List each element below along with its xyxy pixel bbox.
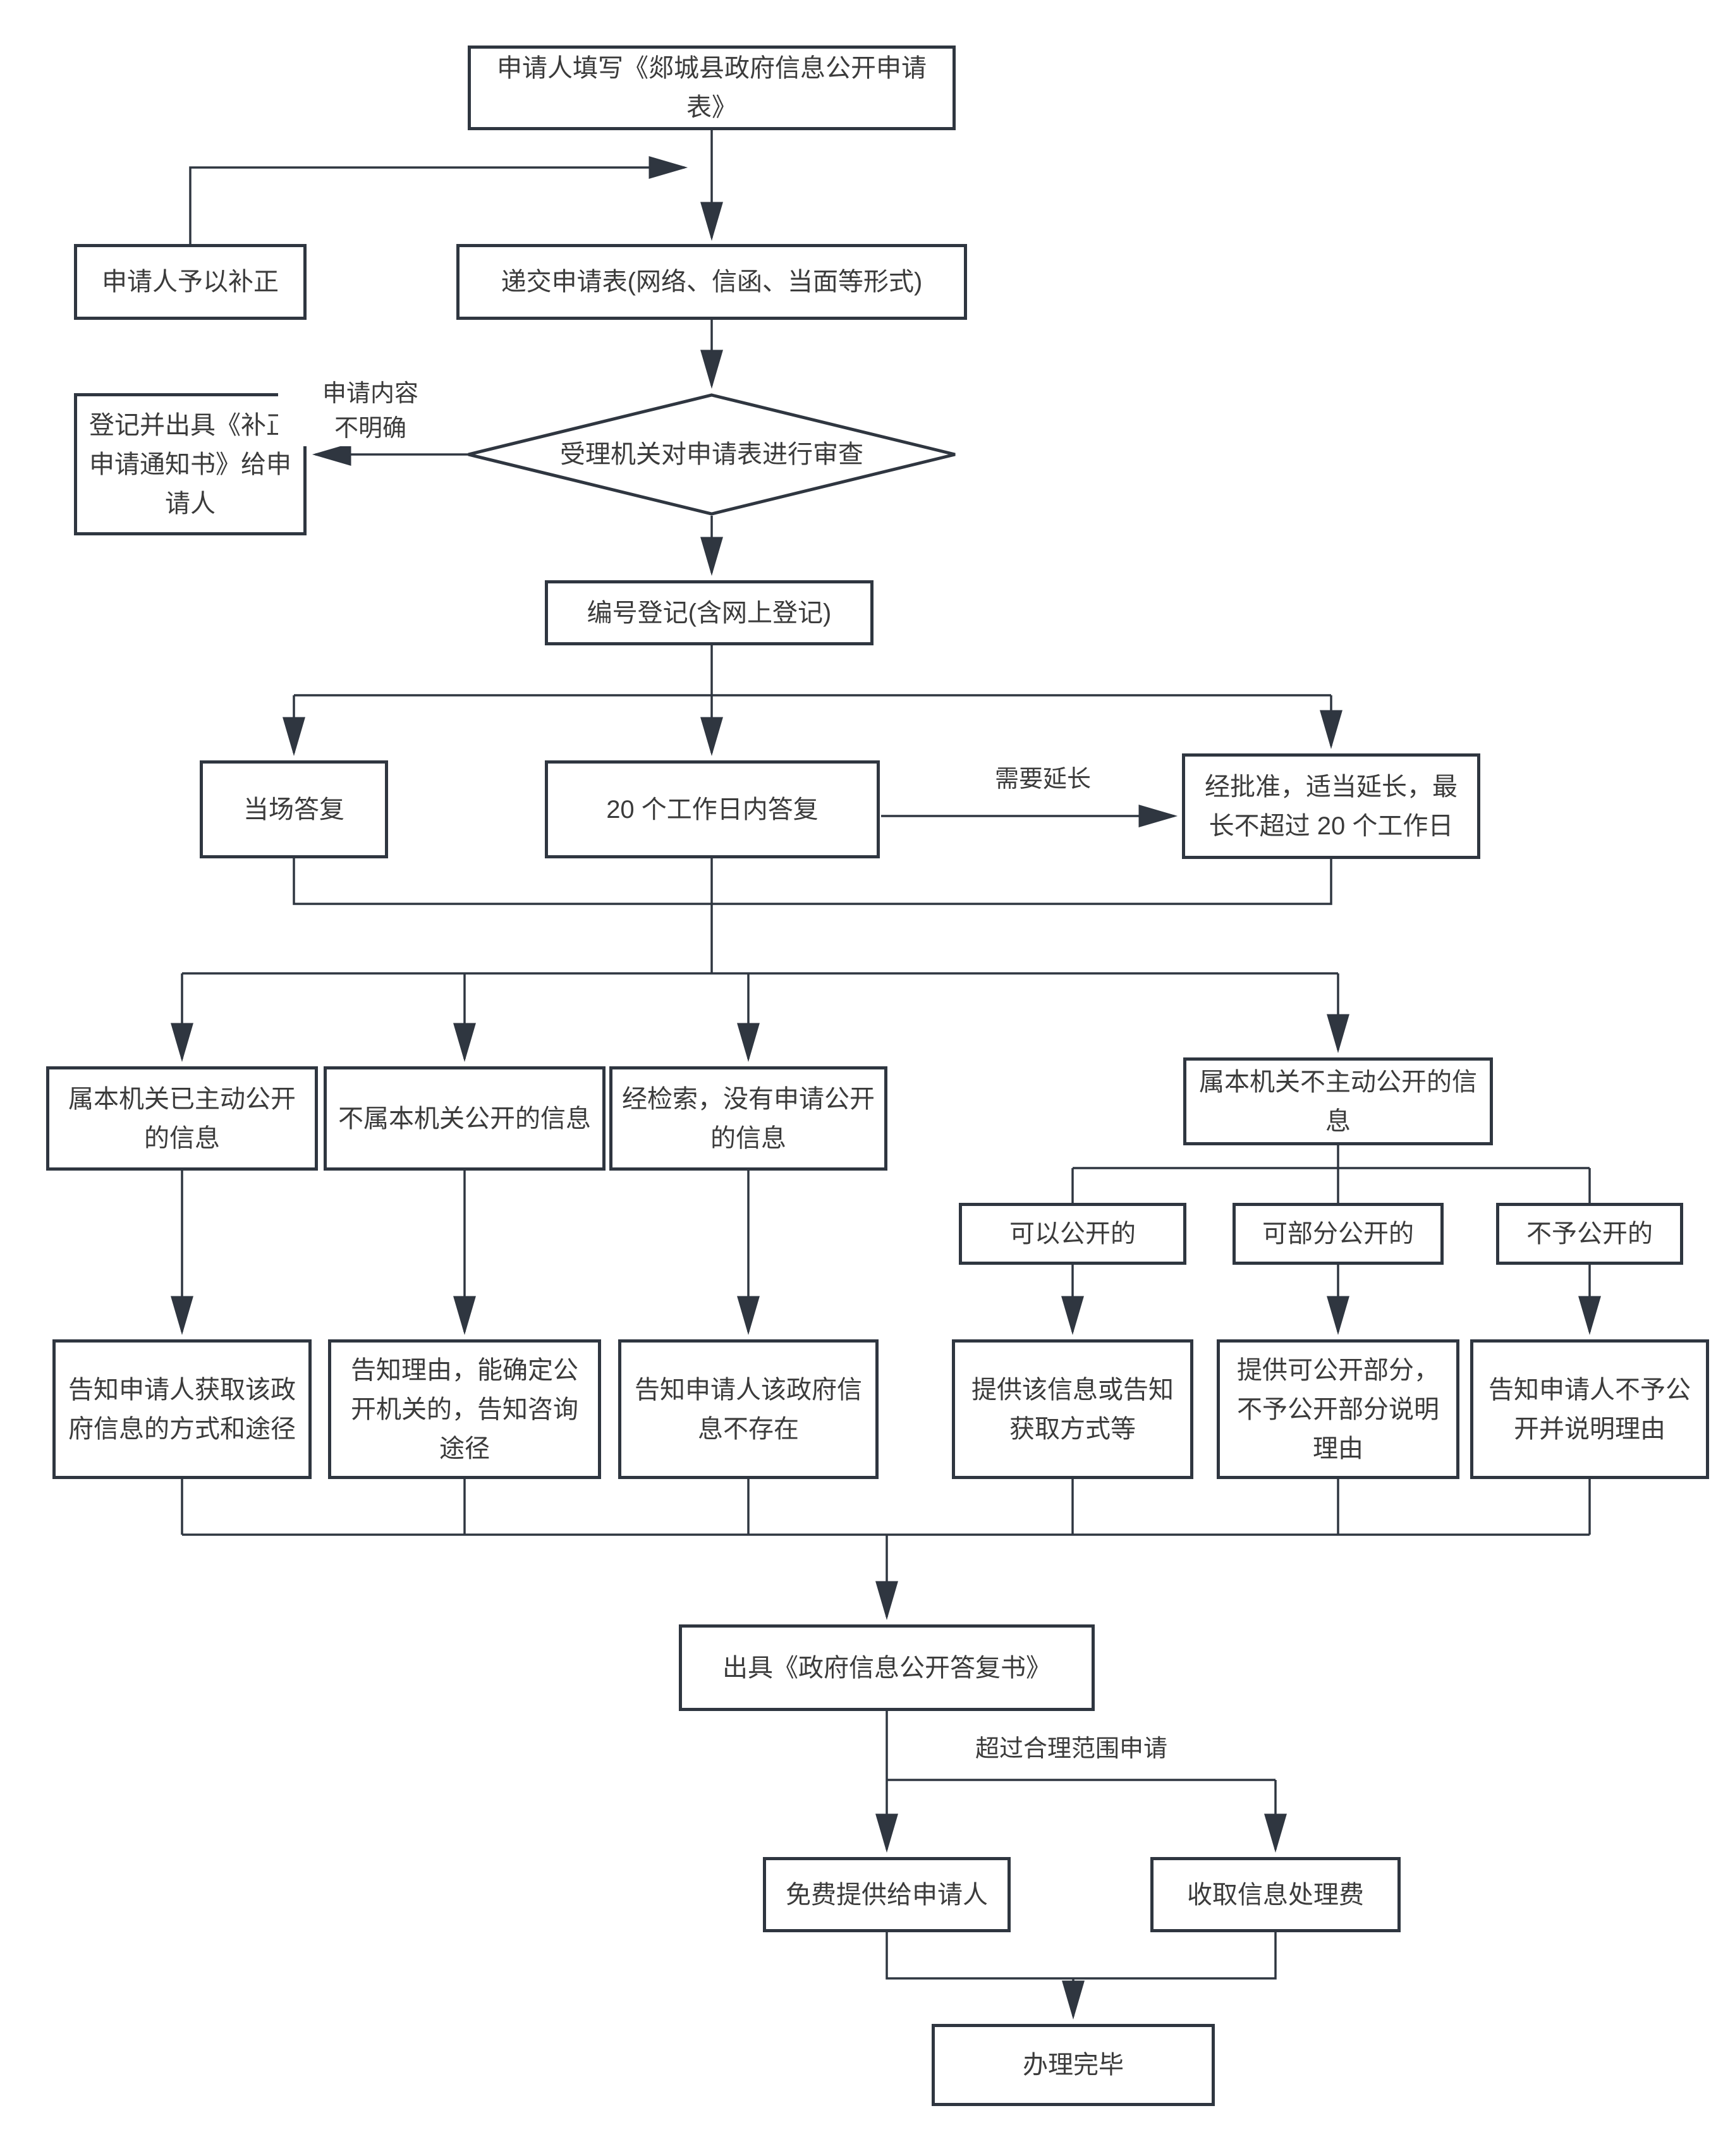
node-not-proactive: 属本机关不主动公开的信息	[1183, 1057, 1493, 1145]
node-label: 属本机关不主动公开的信息	[1199, 1068, 1477, 1135]
node-can-public: 可以公开的	[959, 1203, 1186, 1265]
node-not-found: 经检索，没有申请公开的信息	[609, 1066, 887, 1171]
node-label: 不属本机关公开的信息	[338, 1104, 591, 1133]
node-label: 收取信息处理费	[1187, 1880, 1364, 1909]
node-label: 告知申请人该政府信息不存在	[635, 1375, 862, 1443]
node-label: 免费提供给申请人	[786, 1880, 988, 1909]
node-notify-correction: 登记并出具《补正申请通知书》给申请人	[74, 393, 307, 535]
node-label: 告知理由，能确定公开机关的，告知咨询途径	[351, 1356, 578, 1463]
node-review-decision: 受理机关对申请表进行审查	[465, 392, 958, 517]
node-inform-reason: 告知理由，能确定公开机关的，告知咨询途径	[328, 1339, 601, 1479]
node-label: 递交申请表(网络、信函、当面等形式)	[501, 268, 923, 296]
node-label: 经检索，没有申请公开的信息	[622, 1085, 875, 1152]
node-free-provide: 免费提供给申请人	[763, 1857, 1011, 1932]
node-label: 登记并出具《补正申请通知书》给申请人	[89, 411, 291, 518]
node-reply-20-days: 20 个工作日内答复	[545, 760, 880, 858]
node-label: 可部分公开的	[1262, 1220, 1414, 1248]
node-label: 编号登记(含网上登记)	[587, 599, 832, 627]
node-provide-info: 提供该信息或告知获取方式等	[952, 1339, 1193, 1479]
node-fill-form: 申请人填写《郯城县政府信息公开申请表》	[468, 46, 956, 130]
node-inform-nonexist: 告知申请人该政府信息不存在	[618, 1339, 879, 1479]
node-onsite-reply: 当场答复	[200, 760, 388, 858]
edge-label-need-extension: 需要延长	[951, 762, 1135, 798]
node-label: 提供可公开部分，不予公开部分说明理由	[1237, 1356, 1439, 1463]
node-label: 20 个工作日内答复	[606, 795, 819, 824]
node-charge-fee: 收取信息处理费	[1150, 1857, 1401, 1932]
node-label: 申请人予以补正	[102, 268, 279, 296]
diamond-shape-icon	[468, 393, 956, 516]
node-label: 出具《政府信息公开答复书》	[722, 1654, 1051, 1682]
node-provide-partial: 提供可公开部分，不予公开部分说明理由	[1217, 1339, 1459, 1479]
node-partial-public: 可部分公开的	[1233, 1203, 1444, 1265]
node-no-public: 不予公开的	[1496, 1203, 1683, 1265]
node-register: 编号登记(含网上登记)	[545, 580, 874, 645]
node-label: 经批准，适当延长，最长不超过 20 个工作日	[1205, 772, 1458, 840]
node-submit-form: 递交申请表(网络、信函、当面等形式)	[456, 244, 967, 320]
node-not-this-agency: 不属本机关公开的信息	[324, 1066, 606, 1171]
node-label: 不予公开的	[1526, 1220, 1653, 1248]
node-label: 办理完毕	[1023, 2051, 1124, 2079]
node-label: 当场答复	[243, 795, 344, 824]
edge-label-unclear-content: 申请内容 不明确	[278, 377, 463, 447]
node-already-public: 属本机关已主动公开的信息	[46, 1066, 318, 1171]
node-label: 受理机关对申请表进行审查	[560, 441, 863, 468]
node-reply-doc: 出具《政府信息公开答复书》	[679, 1624, 1095, 1711]
node-supplement: 申请人予以补正	[74, 244, 307, 320]
node-label: 告知申请人获取该政府信息的方式和途径	[68, 1375, 296, 1443]
node-extension: 经批准，适当延长，最长不超过 20 个工作日	[1182, 753, 1480, 859]
node-label: 可以公开的	[1009, 1220, 1136, 1248]
edge-label-over-scope: 超过合理范围申请	[948, 1732, 1195, 1767]
node-label: 提供该信息或告知获取方式等	[971, 1375, 1174, 1443]
node-label: 属本机关已主动公开的信息	[68, 1085, 296, 1152]
node-label: 告知申请人不予公开并说明理由	[1488, 1375, 1691, 1443]
node-label: 申请人填写《郯城县政府信息公开申请表》	[497, 54, 927, 121]
node-done: 办理完毕	[932, 2024, 1215, 2106]
node-inform-refusal: 告知申请人不予公开并说明理由	[1470, 1339, 1709, 1479]
node-inform-way: 告知申请人获取该政府信息的方式和途径	[52, 1339, 312, 1479]
